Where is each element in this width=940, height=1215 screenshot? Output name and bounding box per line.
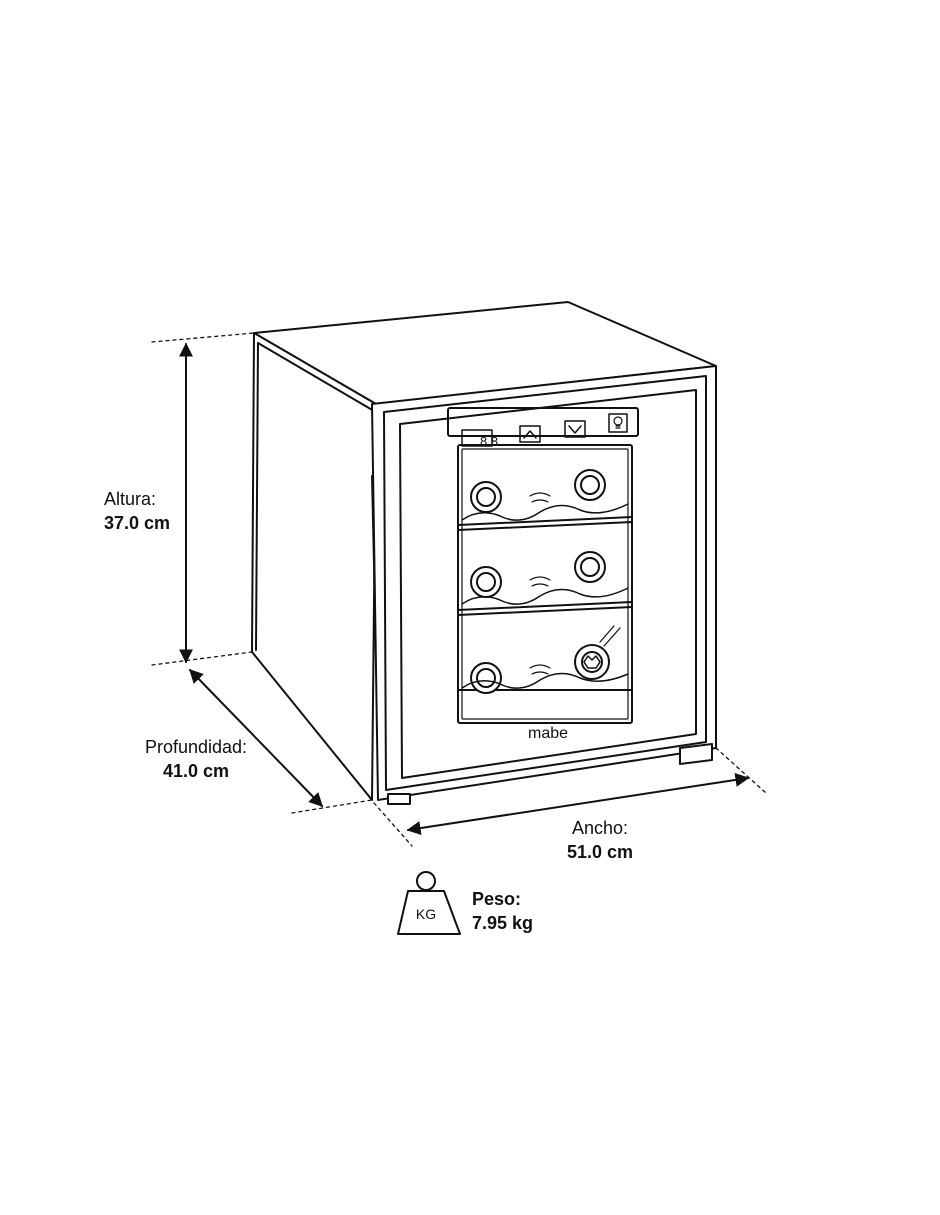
dimension-arrows — [179, 342, 750, 836]
depth-dimension-label: Profundidad: 41.0 cm — [140, 735, 252, 783]
height-dimension-label: Altura: 37.0 cm — [104, 487, 170, 535]
height-label: Altura: — [104, 489, 157, 509]
weight-value: 7.95 kg — [472, 913, 534, 933]
weight-dimension-label: Peso: 7.95 kg — [472, 887, 533, 935]
brand-logo: mabe — [528, 725, 568, 742]
temp-up-button — [519, 425, 541, 443]
control-panel — [461, 413, 628, 447]
width-label: Ancho: — [571, 818, 629, 838]
cabinet-feet — [387, 743, 713, 805]
display-readout: 8.8 — [480, 434, 498, 449]
front-door — [371, 365, 717, 801]
weight-icon-text: KG — [416, 906, 436, 922]
temp-down-button — [564, 420, 586, 438]
depth-value: 41.0 cm — [162, 761, 230, 781]
extension-lines — [151, 332, 767, 847]
height-value: 37.0 cm — [104, 513, 171, 533]
light-button — [608, 413, 628, 433]
depth-arrow — [189, 668, 323, 808]
depth-label: Profundidad: — [144, 737, 248, 757]
width-value: 51.0 cm — [566, 842, 634, 862]
weight-label: Peso: — [472, 889, 522, 909]
wine-bottles — [461, 469, 629, 694]
weight-kg-icon — [397, 871, 461, 935]
width-arrow — [406, 772, 750, 836]
temperature-display — [461, 429, 493, 447]
width-dimension-label: Ancho: 51.0 cm — [556, 816, 644, 864]
lightbulb-icon — [613, 416, 623, 426]
